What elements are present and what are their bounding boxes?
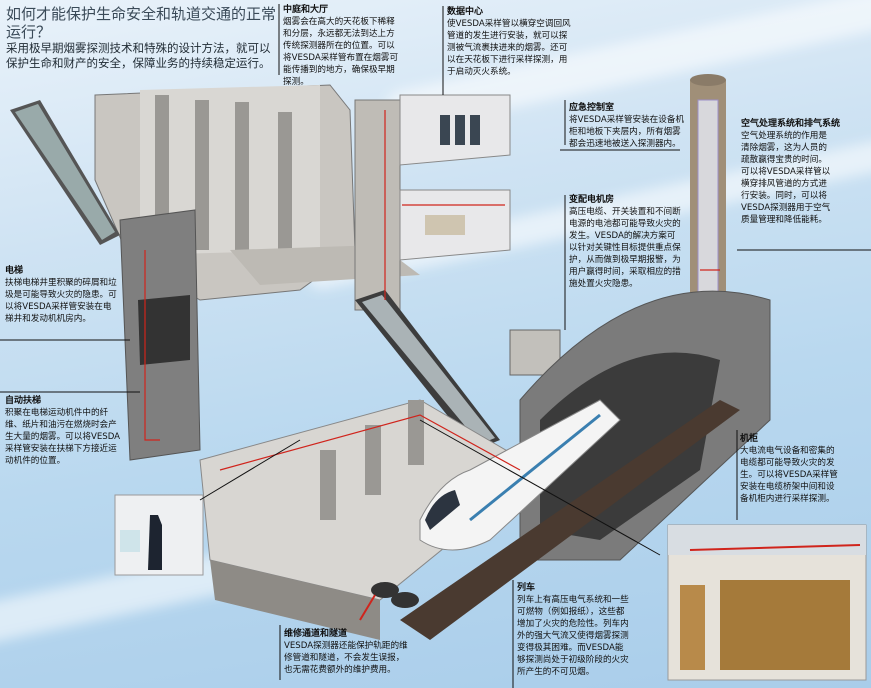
section-heading: 机柜 [740,434,759,444]
section-body: 空气处理系统的作用是清除烟雾，这为人员的疏散赢得宝贵的时间。可以将VESDA采样… [741,131,831,225]
section-body: 高压电缆、开关装置和不间断电源的电池都可能导致火灾的发生。VESDA的解决方案可… [569,207,681,289]
leader-lines [0,4,871,688]
tunnel [400,290,771,640]
section-elevator: 电梯 扶梯电梯井里积聚的碎屑和垃圾是可能导致火灾的隐患。可以将VESDA采样管安… [5,265,117,325]
control-room-box [509,329,561,376]
section-control-room: 应急控制室 将VESDA采样管安装在设备机柜和地板下夹层内，所有烟雾都会迅速地被… [569,102,687,150]
section-air-handling: 空气处理系统和排气系统 空气处理系统的作用是清除烟雾，这为人员的疏散赢得宝贵的时… [741,118,841,226]
section-body: 使VESDA采样管以横穿空调回风管道的发生进行安装，就可以探测被气流裹挟进来的烟… [447,19,571,77]
section-heading: 列车 [517,583,536,593]
section-heading: 数据中心 [447,7,484,17]
section-escalator: 自动扶梯 积聚在电梯运动机件中的纤维、纸片和油污在燃烧时会产生大量的烟雾。可以将… [5,395,123,467]
section-heading: 变配电机房 [569,195,615,205]
platform [199,399,541,640]
section-body: 将VESDA采样管安装在设备机柜和地板下夹层内，所有烟雾都会迅速地被送入探测器内… [569,115,685,149]
section-hall: 中庭和大厅 烟雾会在高大的天花板下稀释和分层，永远都无法到达上方传统探测器所在的… [283,4,403,88]
section-heading: 空气处理系统和排气系统 [741,119,841,129]
data-center-building [354,94,511,311]
section-heading: 电梯 [5,266,24,276]
maintenance-pipes [359,582,419,621]
section-body: VESDA探测器还能保护轨距的维修管道和隧道，不会发生误报，也无需花费额外的维护… [284,641,408,675]
person-photo-inset [114,494,204,576]
section-body: 大电流电气设备和密集的电缆都可能导致火灾的发生。可以将VESDA采样管安装在电缆… [740,446,838,504]
elevator-shaft [119,209,201,461]
train [419,399,621,551]
section-heading: 应急控制室 [569,103,615,113]
ventilation-tower [690,74,726,310]
section-datacenter: 数据中心 使VESDA采样管以横穿空调回风管道的发生进行安装，就可以探测被气流裹… [447,6,572,78]
section-body: 扶梯电梯井里积聚的碎屑和垃圾是可能导致火灾的隐患。可以将VESDA采样管安装在电… [5,278,117,324]
section-heading: 维修通道和隧道 [284,629,348,639]
section-racks: 机柜 大电流电气设备和密集的电缆都可能导致火灾的发生。可以将VESDA采样管安装… [740,433,842,505]
sampling-pipes [144,110,720,471]
section-train: 列车 列车上有高压电气系统和一些可燃物（例如报纸），这些都增加了火灾的危险性。列… [517,582,629,678]
section-heading: 自动扶梯 [5,396,42,406]
section-maintenance: 维修通道和隧道 VESDA探测器还能保护轨距的维修管道和隧道，不会发生误报，也无… [284,628,409,676]
section-body: 烟雾会在高大的天花板下稀释和分层，永远都无法到达上方传统探测器所在的位置。可以将… [283,17,399,87]
section-body: 列车上有高压电气系统和一些可燃物（例如报纸），这些都增加了火灾的危险性。列车内外… [517,595,629,677]
left-escalator [10,100,120,245]
page-title: 如何才能保护生命安全和轨道交通的正常运行？ [6,5,277,41]
section-body: 积聚在电梯运动机件中的纤维、纸片和油污在燃烧时会产生大量的烟雾。可以将VESDA… [5,408,121,466]
rack-room-photo [667,524,867,681]
page-subtitle: 采用极早期烟雾探测技术和特殊的设计方法，就可以保护生命和财产的安全，保障业务的持… [6,41,271,70]
section-heading: 中庭和大厅 [283,5,329,15]
middle-escalator [355,290,500,450]
section-substation: 变配电机房 高压电缆、开关装置和不间断电源的电池都可能导致火灾的发生。VESDA… [569,194,681,290]
